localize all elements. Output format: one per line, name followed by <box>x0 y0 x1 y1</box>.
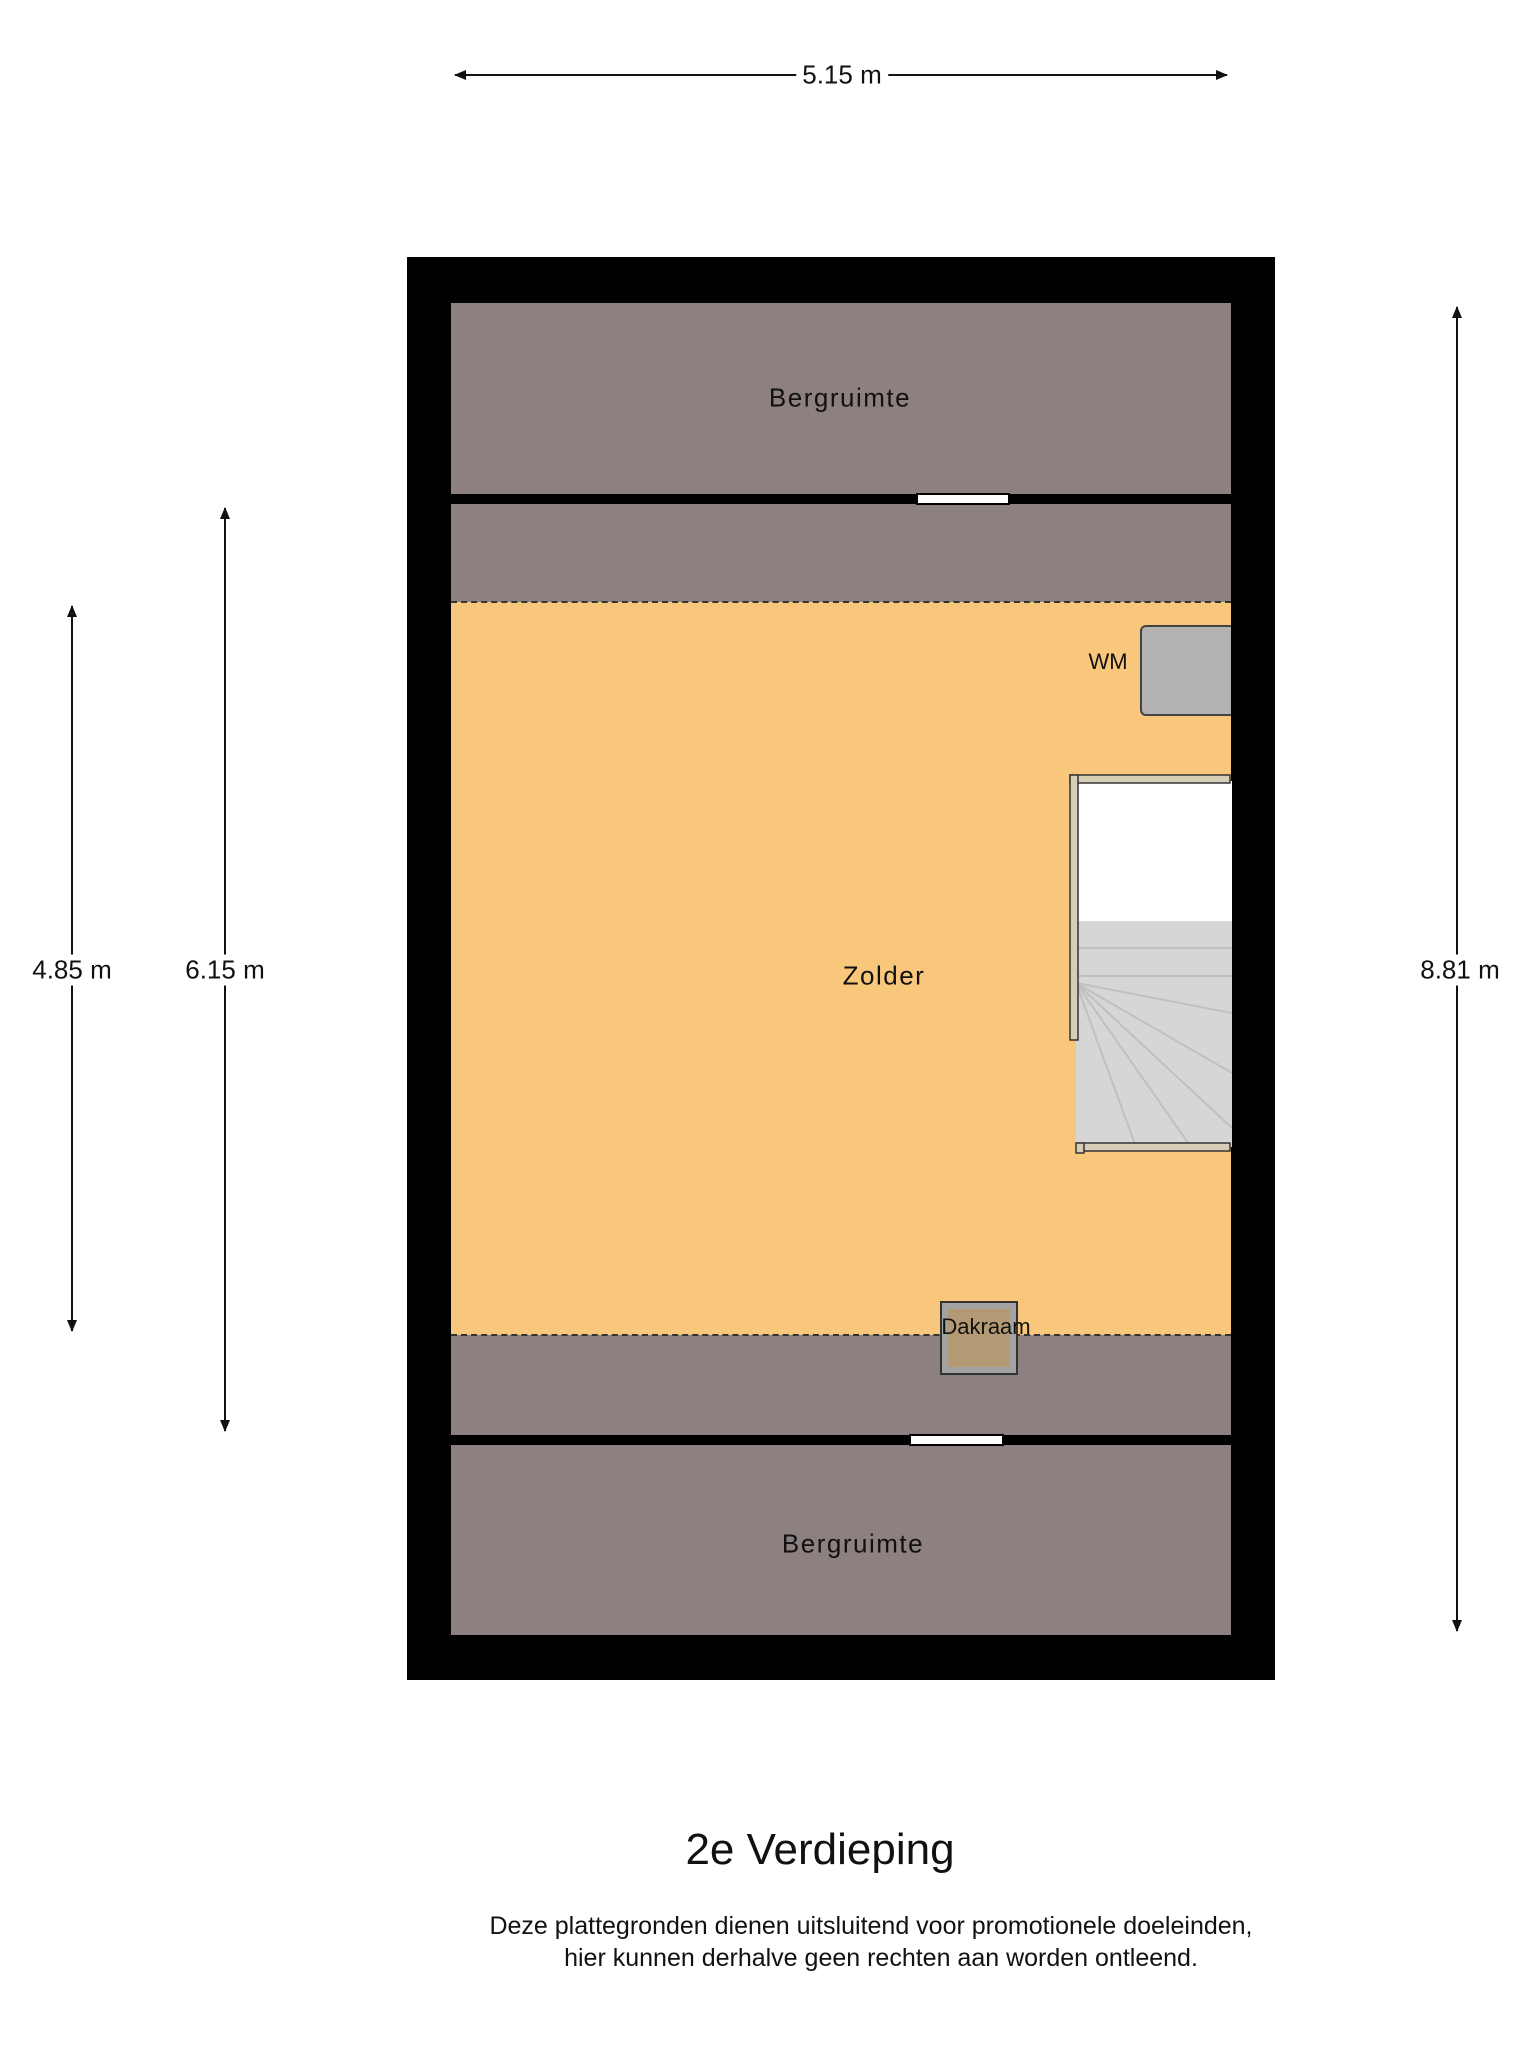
disclaimer-line-2: hier kunnen derhalve geen rechten aan wo… <box>564 1944 1198 1972</box>
room-label-attic: Zolder <box>842 960 926 991</box>
room-label-storage-top: Bergruimte <box>768 382 912 413</box>
dimension-width-label: 5.15 m <box>796 59 888 91</box>
knee-wall-bottom <box>451 1435 1231 1445</box>
washing-machine-label: WM <box>1088 649 1128 674</box>
roof-slope-line-bottom <box>451 1334 1231 1336</box>
storage-door-top <box>916 493 1010 505</box>
washing-machine-icon <box>1140 625 1231 716</box>
storage-door-bottom <box>909 1434 1004 1446</box>
disclaimer-line-1: Deze plattegronden dienen uitsluitend vo… <box>489 1912 1253 1940</box>
dimension-height-outer-label: 6.15 m <box>179 954 271 986</box>
staircase-icon <box>1069 774 1232 1154</box>
dimension-height-inner-label: 4.85 m <box>26 954 118 986</box>
knee-wall-top <box>451 494 1231 504</box>
floor-title: 2e Verdieping <box>685 1825 955 1874</box>
dimension-height-right-label: 8.81 m <box>1414 954 1506 986</box>
roof-slope-line-top <box>451 601 1231 603</box>
skylight-label: Dakraam <box>941 1314 1031 1339</box>
skylight-icon <box>940 1301 1018 1375</box>
room-label-storage-bottom: Bergruimte <box>781 1528 925 1559</box>
